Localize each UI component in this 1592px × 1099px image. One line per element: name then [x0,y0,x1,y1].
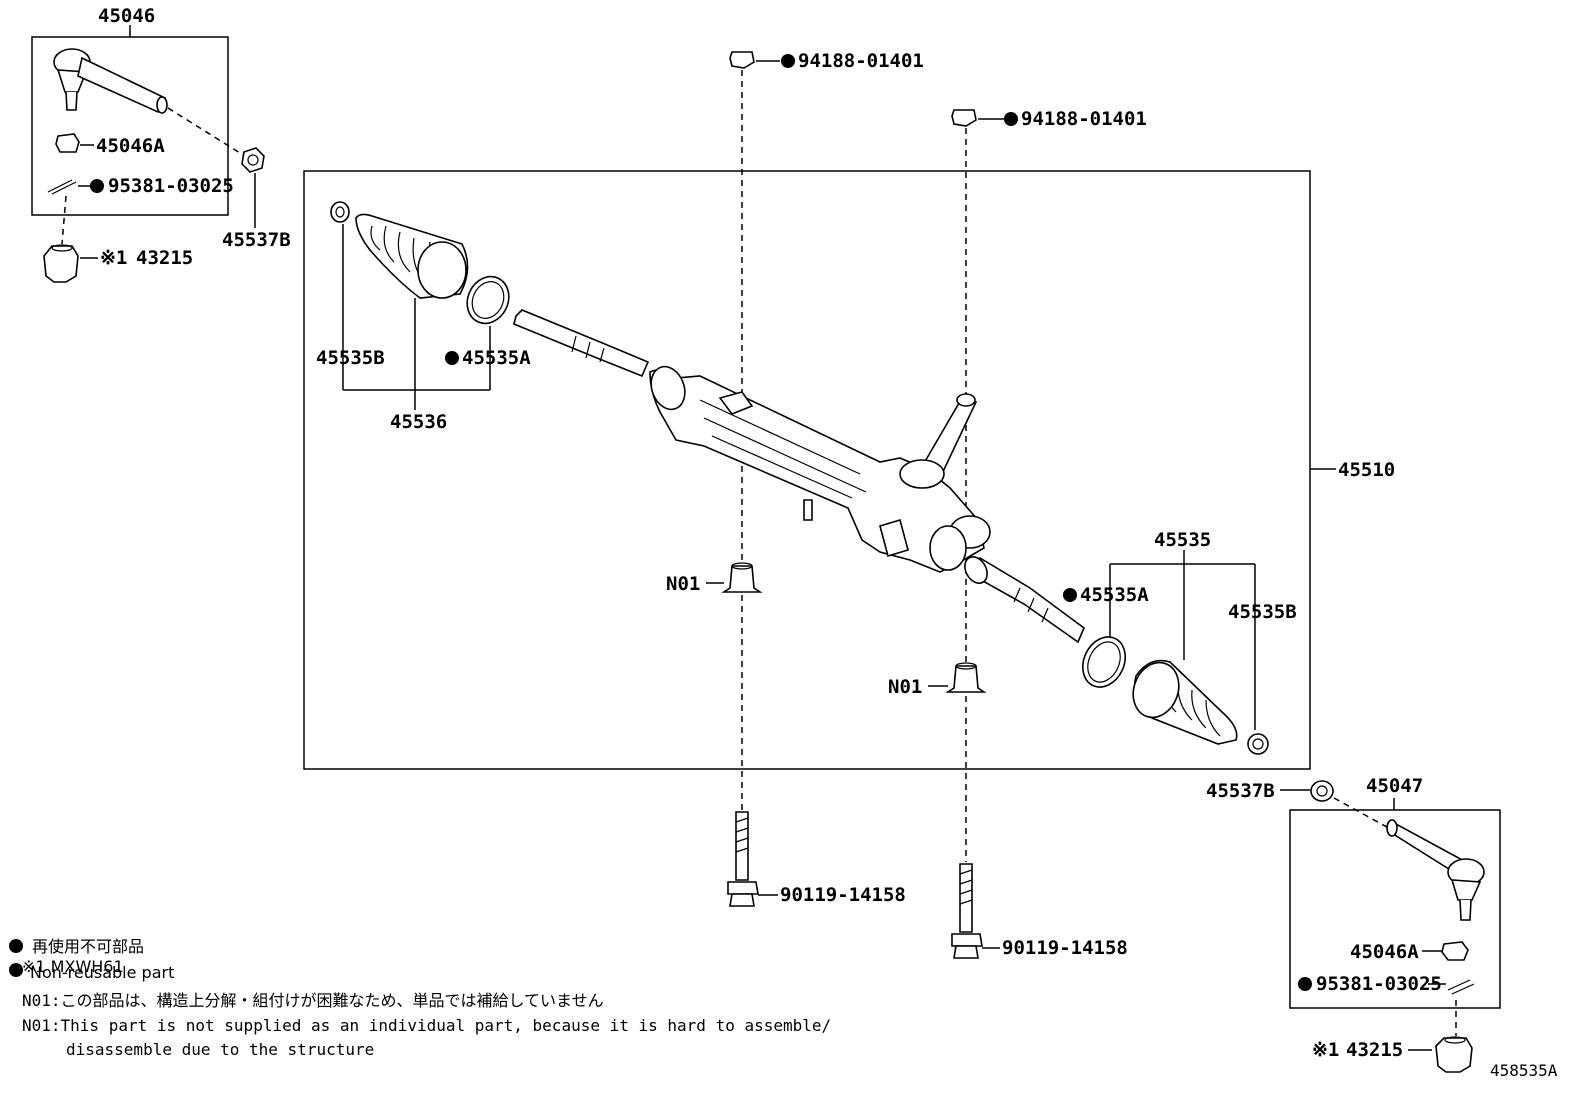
label-45535A-right: 45535A [1080,584,1149,606]
non-reusable-dot [90,179,104,193]
bushing-n01-right [945,662,987,693]
tie-rod-end-left [53,48,168,114]
label-95381-top: 95381-03025 [108,175,234,197]
castle-nut-top [55,133,94,153]
legend-jp: 再使用不可部品 [32,937,144,956]
rack-boot-right [1132,659,1238,745]
label-45535A-left: 45535A [462,347,531,369]
nut-45537B-bottom [1310,780,1334,802]
label-45536: 45536 [390,411,447,433]
note-n01-en-2: disassemble due to the structure [66,1040,374,1059]
ref-mark-top: ※1 [100,247,127,269]
bolt-90119-right [951,863,983,959]
label-45535B-left: 45535B [316,347,385,369]
legend-ref1: ※1 MXWH61 [22,957,124,976]
castle-nut-bottom [1441,941,1469,961]
steering-gear-assembly-box [303,170,1311,770]
ring-45535A-right [1082,636,1126,688]
clamp-45535B-left [330,201,350,223]
label-94188-a: 94188-01401 [798,50,924,72]
label-45510: 45510 [1338,459,1395,481]
tie-rod-end-box-right [1289,809,1501,1009]
label-43215-bot: 43215 [1346,1039,1403,1061]
label-43215-top: 43215 [136,247,193,269]
dust-boot-43215-top [43,244,79,283]
note-n01-en-1: N01:This part is not supplied as an indi… [22,1016,831,1035]
label-45535: 45535 [1154,529,1211,551]
dust-boot-43215-bottom [1435,1036,1473,1073]
nut-94188-right [951,109,977,127]
cotter-pin-bottom [1447,979,1475,995]
label-45535B-right: 45535B [1228,601,1297,623]
cotter-pin-top [47,179,104,195]
label-n01-a: N01 [666,573,700,595]
clamp-45535B-right [1247,733,1269,755]
nut-45537B-top [241,147,265,173]
label-95381-bot: 95381-03025 [1316,973,1442,995]
bushing-n01-left [721,562,763,593]
ref-mark-bot: ※1 [1312,1039,1339,1061]
ring-45535A-left [466,275,510,325]
label-45537B-top: 45537B [222,229,291,251]
rack-boot-left [355,213,469,299]
label-90119-b: 90119-14158 [1002,937,1128,959]
label-n01-b: N01 [888,676,922,698]
bolt-90119-left [727,811,759,907]
label-94188-b: 94188-01401 [1021,108,1147,130]
tie-rod-end-right [1386,819,1485,921]
label-45046A-top: 45046A [96,135,165,157]
label-90119-a: 90119-14158 [780,884,906,906]
note-n01-jp: N01:この部品は、構造上分解・組付けが困難なため、単品では補給していません [22,991,604,1010]
legend-en: Non-reusable part [30,963,174,982]
label-45047: 45047 [1366,775,1423,797]
nut-94188-left [729,51,755,69]
diagram-id: 458535A [1490,1061,1558,1080]
label-45046: 45046 [98,5,155,27]
steering-rack [513,309,1085,644]
label-45537B-bot: 45537B [1206,780,1275,802]
label-45046A-bot: 45046A [1350,941,1419,963]
